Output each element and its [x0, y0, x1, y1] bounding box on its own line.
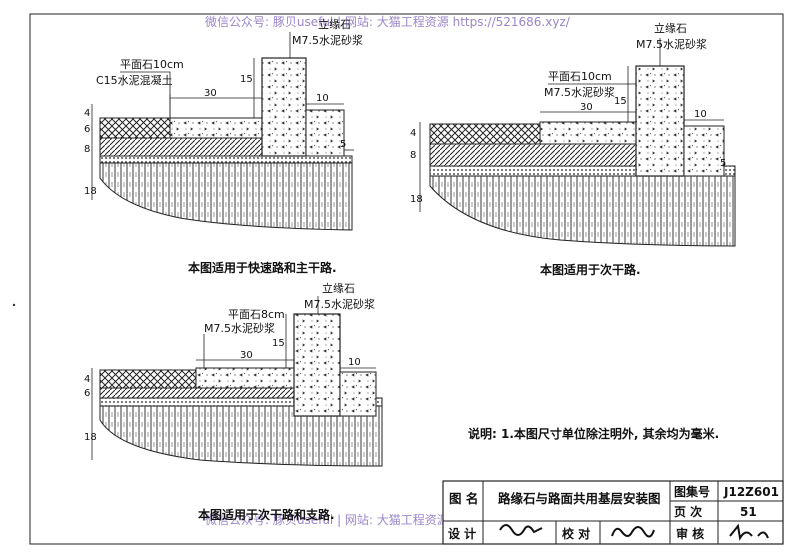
checker-signature: [611, 526, 655, 538]
check-label: 校 对: [562, 526, 590, 541]
d2-layer-2: 8: [410, 150, 416, 161]
page-label: 页 次: [674, 504, 702, 519]
d2-dim-30: 30: [580, 102, 593, 113]
d1-curb-mortar: M7.5水泥砂浆: [292, 33, 363, 47]
watermark-top: 微信公众号: 豚贝useful | 网站: 大猫工程资源 https://521…: [205, 14, 571, 29]
d1-layer-1: 4: [84, 108, 90, 119]
d3-flat-mortar: M7.5水泥砂浆: [204, 321, 275, 335]
d1-flat-mortar: C15水泥混凝土: [96, 73, 173, 87]
d1-dim-5: 5: [340, 139, 346, 150]
d2-curb-mortar: M7.5水泥砂浆: [636, 37, 707, 51]
drawing-frame: [29, 13, 784, 545]
atlas-label: 图集号: [674, 484, 710, 499]
d1-flat-label: 平面石10cm: [120, 58, 184, 71]
d1-dim-10: 10: [316, 93, 329, 104]
d3-dim-30: 30: [240, 350, 253, 361]
d3-curb-mortar: M7.5水泥砂浆: [304, 297, 375, 311]
d3-layer-2: 6: [84, 388, 90, 399]
d3-flat-label: 平面石8cm: [228, 308, 285, 321]
scan-speck: [12, 303, 16, 307]
d1-dim-15: 15: [240, 74, 253, 85]
d2-curb-label: 立缘石: [654, 21, 687, 35]
d1-dim-30: 30: [204, 88, 217, 99]
d2-layer-3: 18: [410, 194, 423, 205]
d3-layer-1: 4: [84, 374, 90, 385]
title-name-label: 图 名: [449, 491, 478, 506]
reviewer-signature: [729, 523, 769, 541]
d2-flat-label: 平面石10cm: [548, 70, 612, 83]
d2-dim-5: 5: [720, 158, 726, 169]
d3-dim-10: 10: [348, 357, 361, 368]
d3-dim-15: 15: [272, 338, 285, 349]
d3-caption: 本图适用于次干路和支路.: [198, 507, 335, 522]
d2-layer-1: 4: [410, 128, 416, 139]
design-label: 设 计: [448, 526, 476, 541]
drawing-title: 路缘石与路面共用基层安装图: [498, 491, 661, 506]
title-block: 图 名 路缘石与路面共用基层安装图 图集号 J12Z601 页 次 51 设 计…: [442, 480, 784, 545]
d3-layer-3: 18: [84, 432, 97, 443]
review-label: 审 核: [676, 526, 704, 541]
detail-3: 立缘石 M7.5水泥砂浆 平面石8cm M7.5水泥砂浆 30 15 10 4 …: [84, 281, 383, 522]
d2-caption: 本图适用于次干路.: [540, 262, 641, 277]
d2-dim-15: 15: [614, 96, 627, 107]
d1-layer-3: 8: [84, 144, 90, 155]
atlas-number: J12Z601: [723, 485, 779, 499]
detail-2: 立缘石 M7.5水泥砂浆 平面石10cm M7.5水泥砂浆 30 15 10 5…: [410, 21, 736, 277]
page-number: 51: [740, 505, 757, 519]
d3-curb-label: 立缘石: [322, 281, 355, 295]
general-note: 说明: 1.本图尺寸单位除注明外, 其余均为毫米.: [468, 426, 719, 441]
designer-signature: [499, 524, 543, 536]
d1-curb-label: 立缘石: [318, 17, 351, 31]
d1-layer-2: 6: [84, 124, 90, 135]
detail-1: 立缘石 M7.5水泥砂浆 平面石10cm C15水泥混凝土 30 15 10 5…: [84, 17, 363, 275]
d1-caption: 本图适用于快速路和主干路.: [188, 260, 337, 275]
d2-flat-mortar: M7.5水泥砂浆: [544, 85, 615, 99]
d2-dim-10: 10: [694, 109, 707, 120]
d1-layer-4: 18: [84, 186, 97, 197]
